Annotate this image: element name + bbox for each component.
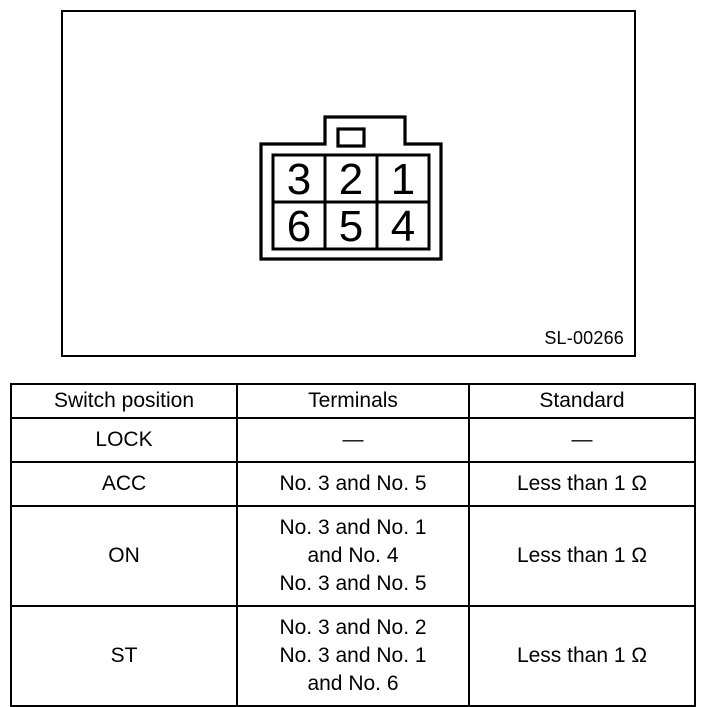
figure-reference-label: SL-00266 bbox=[544, 328, 624, 348]
cell-standard: Less than 1 Ω bbox=[468, 460, 696, 507]
table-row: ST No. 3 and No. 2 No. 3 and No. 1 and N… bbox=[10, 604, 696, 707]
cell-standard: Less than 1 Ω bbox=[468, 604, 696, 707]
connector-pinout-diagram: 3 2 1 6 5 4 bbox=[259, 115, 443, 261]
column-header-switch-position: Switch position bbox=[10, 383, 238, 419]
figure-panel: 3 2 1 6 5 4 SL-00266 bbox=[61, 10, 636, 357]
connector-svg: 3 2 1 6 5 4 bbox=[259, 115, 443, 261]
pin-cell-top-1: 3 bbox=[287, 155, 311, 204]
table-row: ACC No. 3 and No. 5 Less than 1 Ω bbox=[10, 460, 696, 507]
cell-terminals: No. 3 and No. 5 bbox=[236, 460, 470, 507]
cell-standard: — bbox=[468, 416, 696, 463]
continuity-spec-table: Switch position Terminals Standard LOCK … bbox=[10, 383, 696, 707]
cell-terminals: No. 3 and No. 1 and No. 4 No. 3 and No. … bbox=[236, 504, 470, 607]
column-header-terminals: Terminals bbox=[236, 383, 470, 419]
table-row: ON No. 3 and No. 1 and No. 4 No. 3 and N… bbox=[10, 504, 696, 607]
cell-standard: Less than 1 Ω bbox=[468, 504, 696, 607]
column-header-standard: Standard bbox=[468, 383, 696, 419]
cell-switch-position: LOCK bbox=[10, 416, 238, 463]
cell-switch-position: ST bbox=[10, 604, 238, 707]
cell-switch-position: ON bbox=[10, 504, 238, 607]
cell-terminals: — bbox=[236, 416, 470, 463]
pin-cell-bottom-2: 5 bbox=[339, 202, 363, 251]
pin-cell-bottom-1: 6 bbox=[287, 202, 311, 251]
cell-switch-position: ACC bbox=[10, 460, 238, 507]
pin-cell-top-3: 1 bbox=[391, 155, 415, 204]
table-header-row: Switch position Terminals Standard bbox=[10, 383, 696, 419]
pin-cell-top-2: 2 bbox=[339, 155, 363, 204]
connector-latch-tab bbox=[336, 127, 366, 148]
table-row: LOCK — — bbox=[10, 416, 696, 463]
pin-cell-bottom-3: 4 bbox=[391, 202, 415, 251]
cell-terminals: No. 3 and No. 2 No. 3 and No. 1 and No. … bbox=[236, 604, 470, 707]
